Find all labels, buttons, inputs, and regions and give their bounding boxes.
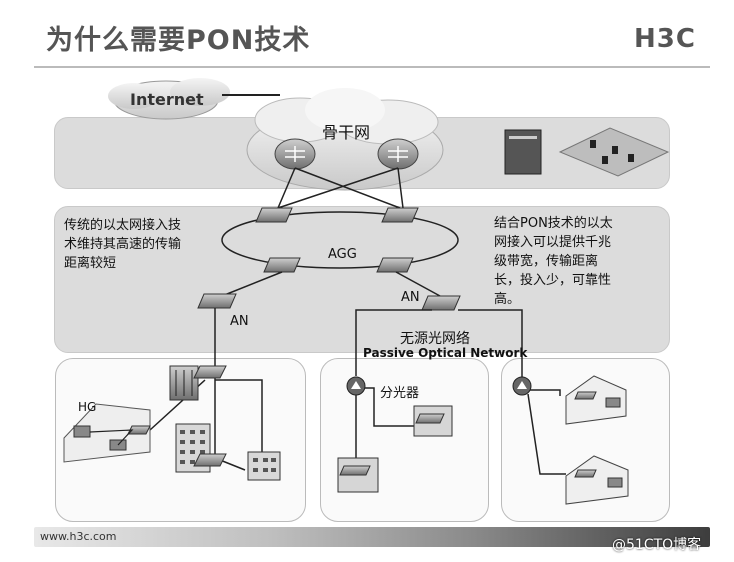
rack-server-icon [169,365,199,401]
right-note: 结合PON技术的以太 网接入可以提供千兆 级带宽，传输距离 长，投入少，可靠性 … [494,214,613,309]
right-note-line: 长，投入少，可靠性 [494,273,612,288]
right-note-line: 结合PON技术的以太 [494,216,613,231]
data-center-illustration [504,127,670,177]
right-note-line: 级带宽，传输距离 [494,254,599,269]
ethernet-access-links [149,308,263,471]
agg-an-right-link [395,271,441,297]
backbone-label: 骨干网 [322,123,371,142]
left-note: 传统的以太网接入技 术维持其高速的传输 距离较短 [64,216,181,273]
onu-building-icon-bottom [337,457,379,493]
internet-cloud [108,78,230,120]
splitter-icon-right [512,376,532,396]
right-note-line: 网接入可以提供千兆 [494,235,612,250]
access-band [54,206,670,353]
olt-switch [421,295,461,311]
left-note-line: 距离较短 [64,256,117,271]
an-left-switch [197,293,237,309]
home-network-icon [63,403,151,463]
splitter-icon-middle [346,376,366,396]
an-left-label: AN [230,314,249,329]
agg-label: AGG [328,247,357,262]
small-building-icon [247,451,281,481]
left-note-line: 传统的以太网接入技 [64,218,182,233]
house-icon-top [565,375,627,425]
ethernet-switch-icon [193,365,227,379]
watermark: @51CTO博客 [612,537,702,553]
footer-url: www.h3c.com [40,530,117,543]
onu-building-icon-top [413,405,453,437]
agg-switch-top-right [381,207,419,223]
building-switch-icon [193,453,227,467]
backbone-router-2 [377,138,419,170]
house-icon-bottom [565,455,629,505]
h3c-logo: H3C [634,24,696,54]
pon-fiber-links [355,309,566,475]
agg-ring [221,211,459,269]
title-divider [34,66,710,68]
agg-switch-bottom-left [263,257,301,273]
right-note-line: 高。 [494,292,521,307]
agg-switch-top-left [255,207,293,223]
backbone-agg-links [277,167,404,209]
pon-english-label: Passive Optical Network [363,346,528,360]
left-note-line: 术维持其高速的传输 [64,237,182,252]
backbone-router-1 [274,138,316,170]
footer-bar [34,527,710,547]
splitter-label: 分光器 [380,386,420,401]
agg-switch-bottom-right [376,257,414,273]
pon-chinese-label: 无源光网络 [400,331,470,347]
an-right-label: AN [401,290,420,305]
agg-an-left-link [221,271,283,297]
hg-label: HG [78,400,97,414]
internet-label: Internet [130,90,204,109]
slide-title: 为什么需要PON技术 [46,25,311,56]
